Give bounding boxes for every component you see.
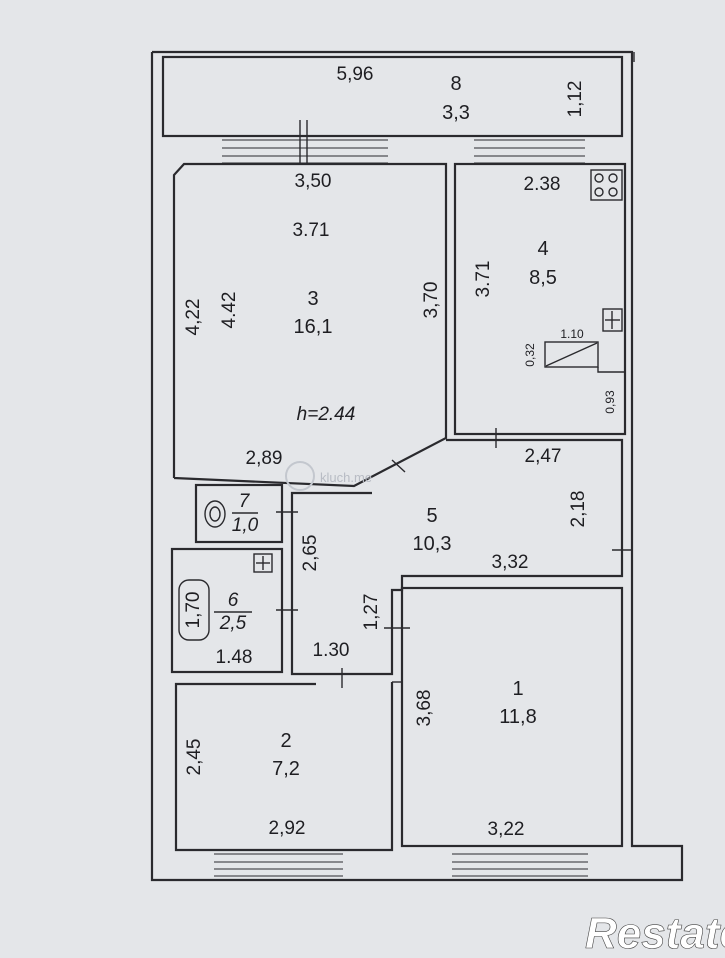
room-3-dim-left-outer: 4,22	[183, 299, 204, 336]
room-6: 1,70 6 2,5 1.48	[170, 547, 284, 674]
room-2-number: 2	[280, 730, 291, 752]
window-room-4	[474, 139, 585, 164]
room-2-dim-left: 2,45	[184, 739, 205, 776]
room-8-number: 8	[450, 73, 461, 95]
ventilation-shaft	[544, 341, 626, 434]
room-4: 2.38 1.10 0,32 0,93 3.71 4 8,5	[453, 162, 627, 436]
window-bottom-right	[452, 853, 588, 877]
room-5-number: 5	[426, 505, 437, 527]
room-2-dim-bottom: 2,92	[269, 818, 306, 839]
room-4-dim-recess: 0,93	[603, 390, 617, 414]
watermark-center-text: kluch.me	[320, 470, 372, 485]
room-5-dim-right: 2,18	[568, 491, 589, 528]
room-7-area: 1,0	[232, 515, 259, 536]
room-1-area: 11,8	[499, 706, 536, 728]
sink-icon	[602, 308, 623, 332]
room-5-dim-corridor: 1,27	[361, 594, 382, 631]
room-2-area: 7,2	[272, 758, 300, 780]
window-room-3	[222, 120, 388, 164]
room-4-dim-left: 3.71	[473, 261, 494, 298]
room-2: 2,45 2 7,2 2,92	[174, 682, 394, 852]
room-7-number: 7	[239, 491, 251, 512]
room-8-area: 3,3	[442, 102, 470, 124]
room-3-dim-bottom: 2,89	[246, 448, 283, 469]
room-8-dim-depth: 1,12	[565, 81, 586, 118]
window-bottom-left	[214, 853, 343, 877]
room-7: 7 1,0	[194, 483, 284, 544]
room-1-dim-left: 3,68	[414, 690, 435, 727]
stove-icon	[590, 169, 623, 201]
room-3-dim-top: 3,50	[295, 171, 332, 192]
room-5-area: 10,3	[413, 533, 452, 555]
watermark-center: kluch.me	[285, 461, 372, 491]
room-5-dim-corridor-bottom: 1.30	[313, 640, 350, 661]
room-6-number: 6	[228, 590, 239, 611]
room-3-dim-inner: 3.71	[293, 220, 330, 241]
room-3-dim-right: 3,70	[421, 282, 442, 319]
toilet-icon	[204, 500, 226, 528]
room-1-dim-bottom: 3,22	[488, 819, 525, 840]
outer-walls	[150, 50, 684, 882]
room-8-dim-width: 5,96	[337, 64, 374, 85]
room-4-dim-shaft-width: 1.10	[560, 327, 584, 341]
room-3-area: 16,1	[294, 316, 333, 338]
room-8: 5,96 8 3,3 1,12	[161, 55, 624, 164]
room-3-ceiling-height: h=2.44	[297, 404, 356, 425]
room-6-dim-bath: 1,70	[183, 592, 204, 629]
room-3-dim-left-inner: 4.42	[219, 292, 240, 329]
washbasin-icon	[253, 553, 273, 573]
room-6-dim-bottom: 1.48	[216, 647, 253, 668]
room-1-number: 1	[512, 678, 523, 700]
bathtub-icon	[178, 579, 210, 641]
room-4-area: 8,5	[529, 267, 557, 289]
room-5-dim-bottom: 3,32	[492, 552, 529, 573]
room-5-dim-left: 2,65	[300, 535, 321, 572]
room-6-area: 2,5	[219, 613, 247, 634]
restate-logo-text: Restate	[585, 909, 725, 953]
room-5-dim-top: 2,47	[525, 446, 562, 467]
room-1: 3,68 1 11,8 3,22	[392, 586, 624, 848]
room-3: 3,50 3.71 4,22 4.42 3,70 3 16,1 h=2.44 2…	[172, 162, 448, 488]
restate-logo: Restate	[585, 909, 725, 958]
room-5: 2,47 2,18 5 10,3 3,32 2,65 1,27 1.30	[276, 428, 632, 688]
room-4-number: 4	[537, 238, 548, 260]
room-4-dim-top: 2.38	[524, 174, 561, 195]
room-4-dim-shaft-depth: 0,32	[523, 343, 537, 367]
room-3-number: 3	[307, 288, 318, 310]
